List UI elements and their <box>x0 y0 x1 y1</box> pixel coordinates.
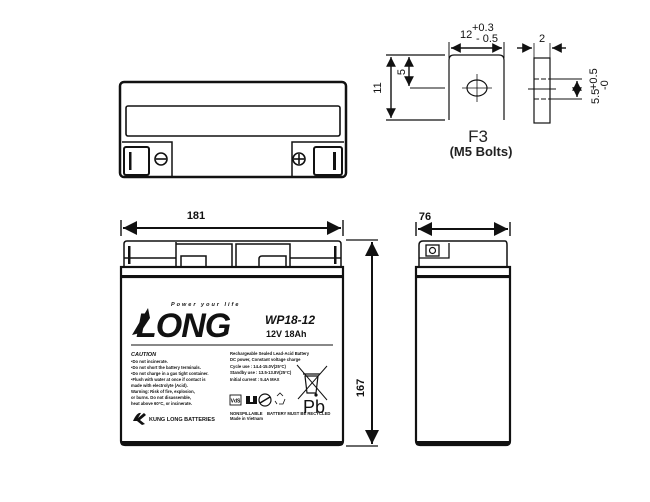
brand-logo: LONG Power your life <box>132 302 240 345</box>
ul-recognized-icon <box>246 396 257 404</box>
hole-dia-tol-plus: +0.5 <box>588 68 600 90</box>
negative-terminal <box>123 146 150 176</box>
negative-symbol-icon <box>154 152 168 166</box>
kung-long-logo-icon <box>133 412 146 425</box>
side-view: 76 <box>414 211 512 447</box>
bolt-spec: (M5 Bolts) <box>450 144 513 159</box>
recycle-icon <box>274 392 286 405</box>
manufacturer: KUNG LONG BATTERIES <box>149 417 215 423</box>
vds-label: VdS <box>231 399 241 405</box>
hole-dia-dim: 5.5 <box>590 89 602 104</box>
lead-symbol: Pb <box>303 397 325 417</box>
tab-width-tol-plus: +0.3 <box>472 22 494 34</box>
tab-width-dim: 12 <box>460 29 472 41</box>
positive-terminal <box>313 146 343 176</box>
positive-symbol-icon <box>292 152 306 166</box>
caution-line: •Do not charge in a gas tight container. <box>131 371 209 376</box>
battery-recycle-seal-icon <box>258 393 272 407</box>
recycle-note: BATTERY MUST BE RECYCLED <box>267 411 330 416</box>
terminal-detail: 11 5 12 +0.3 - 0.5 F3 (M5 Bolts) 2 5.5 +… <box>372 22 611 159</box>
hole-dia-tol-minus: -0 <box>599 80 611 90</box>
hole-offset-dim: 5 <box>396 69 408 75</box>
terminal-name: F3 <box>468 127 488 146</box>
terminal-height-dim: 11 <box>372 82 384 93</box>
caution-line: heat above 60°C, or incinerate. <box>131 401 192 406</box>
vds-cert-icon: VdS <box>229 394 242 406</box>
crossed-out-bin-icon <box>296 364 328 401</box>
tab-width-tol-minus: - 0.5 <box>476 33 498 45</box>
spec-line: DC power, Constant voltage charge <box>230 357 301 362</box>
caution-line: •Do not short the battery terminals. <box>131 365 201 370</box>
capacity-rating: 12V 18Ah <box>266 329 307 339</box>
caution-line: •Flush with water at once if contact is <box>131 377 206 382</box>
height-dim: 167 <box>355 379 367 397</box>
tagline: Power your life <box>171 302 240 308</box>
origin-label: Made in Vietnam <box>230 416 263 421</box>
front-view: 181 LONG Power your life WP18-12 12V 18A… <box>119 210 379 447</box>
caution-line: or burns. Do not disassemble, <box>131 395 191 400</box>
caution-title: CAUTION <box>131 352 157 358</box>
width-dim: 181 <box>187 210 205 222</box>
caution-line: made with electrolyte (Acid). <box>131 383 188 388</box>
spec-line: Initial current : 5.4A MAX <box>230 377 280 382</box>
spec-line: Standby use : 13.5-13.8V(25°C) <box>230 370 292 375</box>
caution-line: •Do not incinerate. <box>131 359 168 364</box>
spec-line: Cycle use : 14.4-15.0V(25°C) <box>230 364 287 369</box>
spec-line: Rechargeable Sealed Lead-Acid Battery <box>230 351 310 356</box>
tab-thickness-dim: 2 <box>539 33 545 45</box>
caution-line: Warning: Risk of fire, explosion, <box>131 389 195 394</box>
brand-logo-text: LONG <box>136 307 231 345</box>
depth-dim: 76 <box>419 211 431 223</box>
top-view <box>118 80 348 179</box>
nonspillable-label: NONSPILLABLE <box>230 411 263 416</box>
model-number: WP18-12 <box>265 313 315 327</box>
